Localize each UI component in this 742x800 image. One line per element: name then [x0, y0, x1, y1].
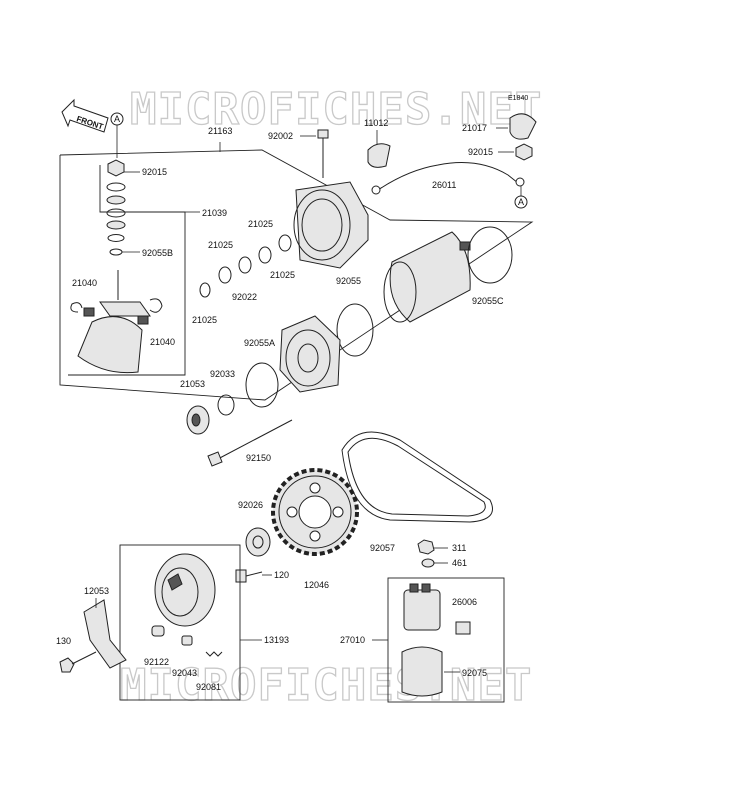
- label-21039: 21039: [202, 208, 227, 218]
- cap-11012: [367, 143, 391, 168]
- lead-terminal-icon: [515, 177, 525, 187]
- starter-chain-inner: [347, 437, 486, 517]
- motor-yoke: [383, 231, 471, 323]
- terminal-cap-21017: [509, 113, 537, 140]
- ring-92033: [217, 394, 235, 416]
- label-21040-a: 21040: [72, 278, 97, 288]
- label-92043: 92043: [172, 668, 197, 678]
- label-13193: 13193: [264, 635, 289, 645]
- label-11012: 11012: [364, 118, 388, 128]
- label-92022: 92022: [232, 292, 257, 302]
- label-92055: 92055: [336, 276, 361, 286]
- pinion-21053: [186, 405, 210, 435]
- label-120: 120: [274, 570, 289, 580]
- starter-clutch: [154, 553, 216, 627]
- label-21163: 21163: [208, 126, 232, 136]
- brush-plate: [70, 270, 163, 374]
- front-arrow-icon: FRONT: [61, 98, 109, 133]
- starter-relay: [403, 583, 441, 631]
- label-461: 461: [452, 558, 467, 568]
- label-92002: 92002: [268, 131, 293, 141]
- label-311: 311: [452, 543, 466, 553]
- fuse-26006: [455, 621, 471, 635]
- marker-a-label: A: [114, 114, 120, 124]
- label-92057: 92057: [370, 543, 395, 553]
- relay-cover-92075: [401, 646, 443, 697]
- washer-stack: [106, 159, 126, 256]
- label-26006: 26006: [452, 597, 477, 607]
- o-ring-92055a: [245, 362, 279, 408]
- label-21025-b: 21025: [208, 240, 233, 250]
- bolt-120: [235, 569, 263, 583]
- label-21025-a: 21025: [248, 219, 273, 229]
- label-92015-b: 92015: [468, 147, 493, 157]
- front-cover: [279, 315, 341, 393]
- roller-92122: [151, 625, 165, 637]
- washer-92026: [245, 527, 271, 557]
- label-92075: 92075: [462, 668, 487, 678]
- label-92026: 92026: [238, 500, 263, 510]
- o-ring-92055: [336, 303, 374, 357]
- washer-461: [421, 558, 435, 568]
- label-130: 130: [56, 636, 71, 646]
- label-92055a: 92055A: [244, 338, 275, 348]
- lead-cable: [377, 162, 519, 191]
- watermark-top: MICROFICHES.NET: [130, 84, 542, 135]
- bolt-92002: [317, 129, 329, 178]
- bolt-head-icon: [207, 451, 223, 467]
- label-92081: 92081: [196, 682, 221, 692]
- rear-cover: [293, 181, 369, 269]
- clutch-box-outline: [119, 544, 241, 701]
- label-92122: 92122: [144, 657, 169, 667]
- label-92150: 92150: [246, 453, 271, 463]
- pin-92043: [181, 635, 193, 646]
- label-21025-c: 21025: [270, 270, 295, 280]
- lead-terminal-icon: [371, 185, 381, 195]
- label-92015-a: 92015: [142, 167, 167, 177]
- nut-311-icon: [417, 539, 435, 555]
- label-92033: 92033: [210, 369, 235, 379]
- label-12046: 12046: [304, 580, 329, 590]
- label-12053: 12053: [84, 586, 109, 596]
- starter-chain: [341, 431, 493, 523]
- bolt-130: [59, 651, 97, 673]
- spring-92081: [205, 651, 223, 657]
- marker-a-label: A: [518, 197, 524, 207]
- label-21025-d: 21025: [192, 315, 217, 325]
- sprocket-12046: [271, 468, 359, 556]
- through-bolt: [215, 419, 293, 461]
- bracket-12053: [83, 599, 127, 669]
- washer-92026-hole: [252, 535, 264, 549]
- small-washers: [199, 234, 292, 298]
- label-27010: 27010: [340, 635, 365, 645]
- label-92055b: 92055B: [142, 248, 173, 258]
- label-26011: 26011: [432, 180, 456, 190]
- label-92055c: 92055C: [472, 296, 504, 306]
- label-21053: 21053: [180, 379, 205, 389]
- ref-code: E1840: [508, 95, 528, 102]
- label-21040-b: 21040: [150, 337, 175, 347]
- nut-icon: [515, 143, 533, 161]
- starter-assembly-outline: [59, 149, 534, 401]
- label-21017: 21017: [462, 123, 487, 133]
- o-ring-92055c: [467, 226, 513, 284]
- watermark-bottom: MICROFICHES.NET: [120, 660, 532, 711]
